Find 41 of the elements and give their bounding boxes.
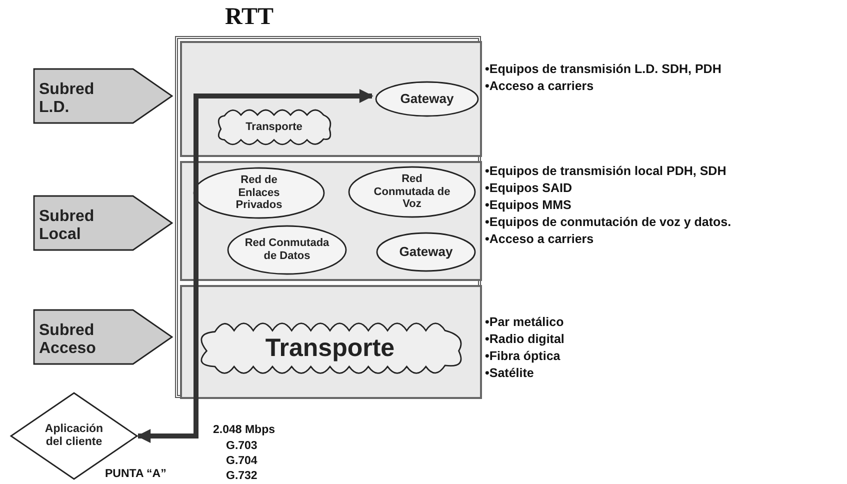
node-label: Transporte bbox=[244, 120, 304, 135]
node-label: Gateway bbox=[398, 242, 454, 261]
ellipse-node bbox=[227, 225, 347, 275]
bullet-item: •Equipos SAID bbox=[485, 181, 572, 195]
node-label: Subred L.D. bbox=[39, 80, 96, 118]
node-label: Red Conmutada de Voz bbox=[372, 172, 452, 212]
ellipse-node bbox=[375, 81, 479, 117]
bullet-item: •Satélite bbox=[485, 366, 534, 380]
bullet-item: •Fibra óptica bbox=[485, 349, 560, 363]
bullet-item: •Equipos MMS bbox=[485, 198, 572, 212]
node-label: Red Conmutada de Datos bbox=[244, 236, 330, 264]
pentagon-tag bbox=[33, 195, 173, 251]
spec-label: G.704 bbox=[226, 455, 258, 467]
ellipse-node bbox=[376, 232, 476, 272]
node-label: Red de Enlaces Privados bbox=[234, 173, 284, 214]
pentagon-tag bbox=[33, 309, 173, 365]
cloud-shape bbox=[215, 107, 333, 147]
spec-label: G.703 bbox=[226, 440, 258, 452]
bullet-item: •Equipos de transmisión local PDH, SDH bbox=[485, 164, 726, 178]
bullet-item: •Equipos de conmutación de voz y datos. bbox=[485, 215, 732, 229]
network-frame bbox=[175, 36, 481, 398]
node-label: Aplicación del cliente bbox=[44, 422, 104, 450]
node-label: Transporte bbox=[264, 332, 396, 364]
bullet-item: •Acceso a carriers bbox=[485, 79, 594, 93]
subnet-band bbox=[180, 41, 482, 157]
diagram-title: RTT bbox=[225, 4, 274, 31]
bullet-item: •Par metálico bbox=[485, 315, 564, 329]
spec-label: 2.048 Mbps bbox=[213, 424, 275, 436]
subnet-band bbox=[180, 161, 482, 281]
thick-arrow bbox=[136, 89, 374, 443]
node-label: Gateway bbox=[399, 90, 455, 108]
bullet-item: •Acceso a carriers bbox=[485, 232, 594, 246]
node-label: Subred Local bbox=[39, 206, 96, 245]
bullet-item: •Radio digital bbox=[485, 332, 564, 346]
spec-label: G.732 bbox=[226, 470, 258, 482]
node-label: Subred Acceso bbox=[39, 320, 97, 359]
pentagon-tag bbox=[33, 68, 173, 124]
point-label: PUNTA “A” bbox=[105, 468, 166, 480]
subnet-band bbox=[180, 285, 482, 399]
bullet-item: •Equipos de transmisión L.D. SDH, PDH bbox=[485, 62, 722, 76]
ellipse-node bbox=[348, 166, 476, 218]
